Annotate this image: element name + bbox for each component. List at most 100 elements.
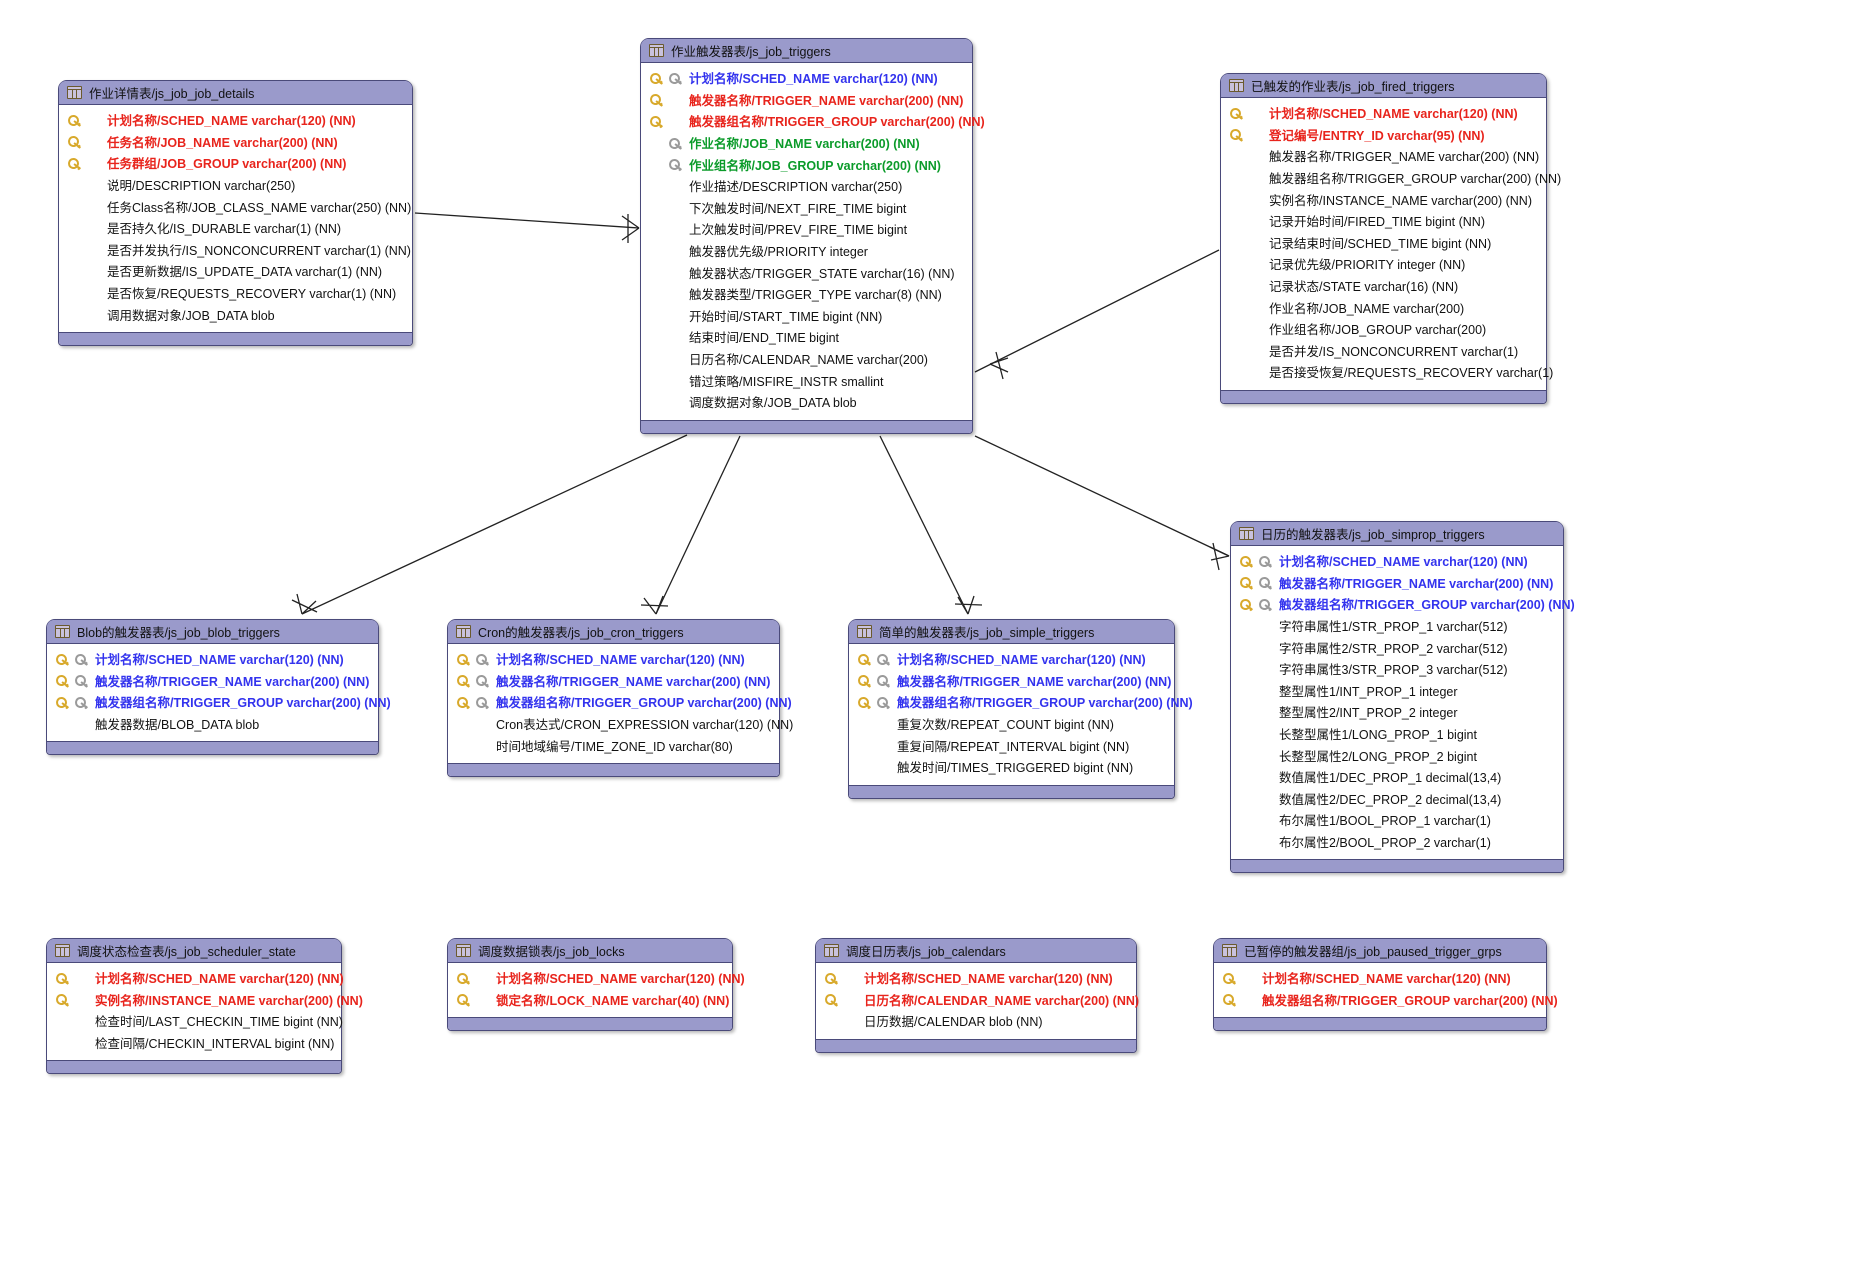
- field-row[interactable]: 触发器名称/TRIGGER_NAME varchar(200) (NN): [1237, 572, 1557, 594]
- field-row[interactable]: 作业名称/JOB_NAME varchar(200) (NN): [647, 132, 966, 154]
- entity-header-simprop_triggers[interactable]: 日历的触发器表/js_job_simprop_triggers: [1231, 522, 1563, 546]
- entity-header-job_triggers[interactable]: 作业触发器表/js_job_triggers: [641, 39, 972, 63]
- field-row[interactable]: 触发器名称/TRIGGER_NAME varchar(200) (NN): [1227, 145, 1540, 167]
- entity-blob_triggers[interactable]: Blob的触发器表/js_job_blob_triggers 计划名称/SCHED…: [46, 619, 391, 756]
- field-row[interactable]: 触发器类型/TRIGGER_TYPE varchar(8) (NN): [647, 283, 966, 305]
- field-row[interactable]: 计划名称/SCHED_NAME varchar(120) (NN): [1220, 967, 1540, 989]
- field-row[interactable]: 作业描述/DESCRIPTION varchar(250): [647, 175, 966, 197]
- field-row[interactable]: 计划名称/SCHED_NAME varchar(120) (NN): [454, 967, 745, 989]
- field-row[interactable]: 任务群组/JOB_GROUP varchar(200) (NN): [65, 152, 406, 174]
- entity-header-blob_triggers[interactable]: Blob的触发器表/js_job_blob_triggers: [47, 620, 378, 644]
- field-row[interactable]: 是否并发/IS_NONCONCURRENT varchar(1): [1227, 340, 1540, 362]
- field-row[interactable]: 检查时间/LAST_CHECKIN_TIME bigint (NN): [53, 1010, 343, 1032]
- field-row[interactable]: 下次触发时间/NEXT_FIRE_TIME bigint: [647, 197, 966, 219]
- field-row[interactable]: 作业名称/JOB_NAME varchar(200): [1227, 296, 1540, 318]
- entity-job_triggers[interactable]: 作业触发器表/js_job_triggers 计划名称/SCHED_NAME va…: [640, 38, 985, 434]
- entity-header-paused_trigger_grps[interactable]: 已暂停的触发器组/js_job_paused_trigger_grps: [1214, 939, 1546, 963]
- field-row[interactable]: 是否接受恢复/REQUESTS_RECOVERY varchar(1): [1227, 361, 1553, 383]
- field-row[interactable]: 日历名称/CALENDAR_NAME varchar(200) (NN): [822, 989, 1139, 1011]
- field-row[interactable]: 上次触发时间/PREV_FIRE_TIME bigint: [647, 218, 966, 240]
- field-row[interactable]: 触发器数据/BLOB_DATA blob: [53, 713, 372, 735]
- field-row[interactable]: 触发器组名称/TRIGGER_GROUP varchar(200) (NN): [454, 691, 792, 713]
- field-row[interactable]: 计划名称/SCHED_NAME varchar(120) (NN): [855, 648, 1168, 670]
- field-row[interactable]: 记录状态/STATE varchar(16) (NN): [1227, 275, 1540, 297]
- field-row[interactable]: 计划名称/SCHED_NAME varchar(120) (NN): [454, 648, 773, 670]
- field-row[interactable]: 任务名称/JOB_NAME varchar(200) (NN): [65, 131, 406, 153]
- field-row[interactable]: Cron表达式/CRON_EXPRESSION varchar(120) (NN…: [454, 713, 793, 735]
- field-row[interactable]: 是否恢复/REQUESTS_RECOVERY varchar(1) (NN): [65, 282, 406, 304]
- field-row[interactable]: 记录结束时间/SCHED_TIME bigint (NN): [1227, 232, 1540, 254]
- field-row[interactable]: 触发器名称/TRIGGER_NAME varchar(200) (NN): [647, 89, 966, 111]
- field-row[interactable]: 调度数据对象/JOB_DATA blob: [647, 391, 966, 413]
- field-row[interactable]: 触发器组名称/TRIGGER_GROUP varchar(200) (NN): [53, 691, 391, 713]
- field-row[interactable]: 开始时间/START_TIME bigint (NN): [647, 305, 966, 327]
- field-row[interactable]: 触发器组名称/TRIGGER_GROUP varchar(200) (NN): [647, 110, 985, 132]
- field-row[interactable]: 触发器状态/TRIGGER_STATE varchar(16) (NN): [647, 261, 966, 283]
- field-row[interactable]: 触发器组名称/TRIGGER_GROUP varchar(200) (NN): [1227, 167, 1561, 189]
- entity-header-job_details[interactable]: 作业详情表/js_job_job_details: [59, 81, 412, 105]
- field-row[interactable]: 整型属性1/INT_PROP_1 integer: [1237, 680, 1557, 702]
- entity-header-simple_triggers[interactable]: 简单的触发器表/js_job_simple_triggers: [849, 620, 1174, 644]
- field-row[interactable]: 整型属性2/INT_PROP_2 integer: [1237, 701, 1557, 723]
- field-row[interactable]: 计划名称/SCHED_NAME varchar(120) (NN): [1227, 102, 1540, 124]
- entity-cron_triggers[interactable]: Cron的触发器表/js_job_cron_triggers 计划名称/SCHED…: [447, 619, 793, 777]
- field-row[interactable]: 触发器组名称/TRIGGER_GROUP varchar(200) (NN): [855, 691, 1193, 713]
- field-row[interactable]: 记录优先级/PRIORITY integer (NN): [1227, 253, 1540, 275]
- field-row[interactable]: 触发器优先级/PRIORITY integer: [647, 240, 966, 262]
- field-row[interactable]: 布尔属性1/BOOL_PROP_1 varchar(1): [1237, 809, 1557, 831]
- field-row[interactable]: 实例名称/INSTANCE_NAME varchar(200) (NN): [53, 989, 363, 1011]
- field-row[interactable]: 字符串属性1/STR_PROP_1 varchar(512): [1237, 615, 1557, 637]
- entity-header-calendars[interactable]: 调度日历表/js_job_calendars: [816, 939, 1136, 963]
- field-row[interactable]: 日历名称/CALENDAR_NAME varchar(200): [647, 348, 966, 370]
- entity-scheduler_state[interactable]: 调度状态检查表/js_job_scheduler_state 计划名称/SCHED…: [46, 938, 363, 1075]
- field-row[interactable]: 数值属性1/DEC_PROP_1 decimal(13,4): [1237, 766, 1557, 788]
- field-row[interactable]: 时间地域编号/TIME_ZONE_ID varchar(80): [454, 734, 773, 756]
- field-row[interactable]: 长整型属性2/LONG_PROP_2 bigint: [1237, 744, 1557, 766]
- field-row[interactable]: 字符串属性3/STR_PROP_3 varchar(512): [1237, 658, 1557, 680]
- field-row[interactable]: 触发器组名称/TRIGGER_GROUP varchar(200) (NN): [1220, 989, 1558, 1011]
- entity-header-cron_triggers[interactable]: Cron的触发器表/js_job_cron_triggers: [448, 620, 779, 644]
- field-row[interactable]: 计划名称/SCHED_NAME varchar(120) (NN): [1237, 550, 1557, 572]
- field-row[interactable]: 字符串属性2/STR_PROP_2 varchar(512): [1237, 636, 1557, 658]
- field-row[interactable]: 作业组名称/JOB_GROUP varchar(200) (NN): [647, 153, 966, 175]
- entity-simprop_triggers[interactable]: 日历的触发器表/js_job_simprop_triggers 计划名称/SCHE…: [1230, 521, 1575, 874]
- field-row[interactable]: 计划名称/SCHED_NAME varchar(120) (NN): [822, 967, 1130, 989]
- field-row[interactable]: 长整型属性1/LONG_PROP_1 bigint: [1237, 723, 1557, 745]
- field-row[interactable]: 计划名称/SCHED_NAME varchar(120) (NN): [53, 967, 344, 989]
- entity-fired_triggers[interactable]: 已触发的作业表/js_job_fired_triggers 计划名称/SCHED_…: [1220, 73, 1561, 404]
- field-row[interactable]: 数值属性2/DEC_PROP_2 decimal(13,4): [1237, 788, 1557, 810]
- entity-job_details[interactable]: 作业详情表/js_job_job_details 计划名称/SCHED_NAME …: [58, 80, 413, 346]
- entity-header-scheduler_state[interactable]: 调度状态检查表/js_job_scheduler_state: [47, 939, 341, 963]
- field-row[interactable]: 结束时间/END_TIME bigint: [647, 326, 966, 348]
- field-row[interactable]: 触发器组名称/TRIGGER_GROUP varchar(200) (NN): [1237, 593, 1575, 615]
- field-row[interactable]: 布尔属性2/BOOL_PROP_2 varchar(1): [1237, 831, 1557, 853]
- field-row[interactable]: 计划名称/SCHED_NAME varchar(120) (NN): [53, 648, 372, 670]
- entity-header-fired_triggers[interactable]: 已触发的作业表/js_job_fired_triggers: [1221, 74, 1546, 98]
- field-row[interactable]: 触发器名称/TRIGGER_NAME varchar(200) (NN): [53, 670, 372, 692]
- field-row[interactable]: 任务Class名称/JOB_CLASS_NAME varchar(250) (N…: [65, 195, 411, 217]
- field-row[interactable]: 是否更新数据/IS_UPDATE_DATA varchar(1) (NN): [65, 260, 406, 282]
- field-row[interactable]: 计划名称/SCHED_NAME varchar(120) (NN): [647, 67, 966, 89]
- field-row[interactable]: 重复间隔/REPEAT_INTERVAL bigint (NN): [855, 734, 1168, 756]
- field-row[interactable]: 调用数据对象/JOB_DATA blob: [65, 303, 406, 325]
- field-row[interactable]: 实例名称/INSTANCE_NAME varchar(200) (NN): [1227, 188, 1540, 210]
- field-row[interactable]: 是否持久化/IS_DURABLE varchar(1) (NN): [65, 217, 406, 239]
- field-row[interactable]: 说明/DESCRIPTION varchar(250): [65, 174, 406, 196]
- field-row[interactable]: 作业组名称/JOB_GROUP varchar(200): [1227, 318, 1540, 340]
- field-row[interactable]: 重复次数/REPEAT_COUNT bigint (NN): [855, 713, 1168, 735]
- field-row[interactable]: 错过策略/MISFIRE_INSTR smallint: [647, 369, 966, 391]
- field-row[interactable]: 日历数据/CALENDAR blob (NN): [822, 1010, 1130, 1032]
- entity-header-locks[interactable]: 调度数据锁表/js_job_locks: [448, 939, 732, 963]
- field-row[interactable]: 登记编号/ENTRY_ID varchar(95) (NN): [1227, 124, 1540, 146]
- entity-calendars[interactable]: 调度日历表/js_job_calendars 计划名称/SCHED_NAME va…: [815, 938, 1139, 1053]
- entity-paused_trigger_grps[interactable]: 已暂停的触发器组/js_job_paused_trigger_grps 计划名称/…: [1213, 938, 1558, 1032]
- entity-simple_triggers[interactable]: 简单的触发器表/js_job_simple_triggers 计划名称/SCHED…: [848, 619, 1193, 799]
- field-row[interactable]: 锁定名称/LOCK_NAME varchar(40) (NN): [454, 989, 729, 1011]
- field-row[interactable]: 计划名称/SCHED_NAME varchar(120) (NN): [65, 109, 406, 131]
- field-row[interactable]: 触发器名称/TRIGGER_NAME varchar(200) (NN): [454, 670, 773, 692]
- field-row[interactable]: 是否并发执行/IS_NONCONCURRENT varchar(1) (NN): [65, 239, 411, 261]
- field-row[interactable]: 触发器名称/TRIGGER_NAME varchar(200) (NN): [855, 670, 1171, 692]
- field-row[interactable]: 记录开始时间/FIRED_TIME bigint (NN): [1227, 210, 1540, 232]
- field-row[interactable]: 触发时间/TIMES_TRIGGERED bigint (NN): [855, 756, 1168, 778]
- entity-locks[interactable]: 调度数据锁表/js_job_locks 计划名称/SCHED_NAME varch…: [447, 938, 745, 1032]
